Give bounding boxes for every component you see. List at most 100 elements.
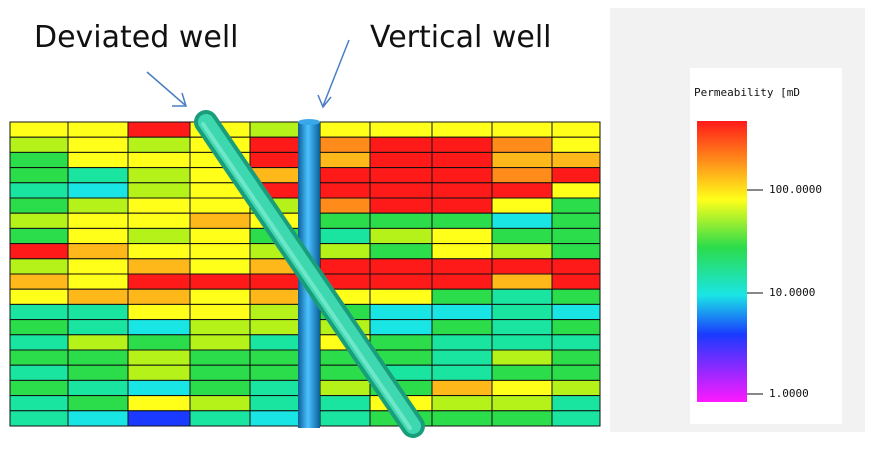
grid-cell [127,319,191,336]
grid-cell [319,212,371,229]
grid-cell [551,227,601,245]
grid-cell [9,182,69,199]
legend-tick-label: 10.0000 [769,286,816,299]
grid-cell [249,273,301,290]
grid-cell [319,410,371,427]
grid-cell [67,212,129,229]
grid-cell [491,182,553,199]
grid-cell [9,151,69,169]
grid-cell [67,410,129,427]
grid-cell [189,319,251,336]
grid-cell [551,410,601,427]
grid-cell [189,197,251,214]
grid-cell [551,243,601,260]
deviated-well [194,110,425,438]
grid-cell [551,288,601,305]
grid-cell [9,273,69,290]
grid-cell [369,288,433,305]
grid-cell [431,319,493,336]
grid-cell [9,121,69,138]
grid-cell [127,212,191,229]
grid-cell [551,212,601,229]
grid-cell [67,319,129,336]
grid-cell [127,410,191,427]
grid-cell [431,212,493,229]
arrow-vertical-icon [317,39,350,109]
grid-cell [67,288,129,305]
grid-cell [319,197,371,214]
grid-cell [67,349,129,366]
grid-cell [369,243,433,260]
grid-cell [491,227,553,245]
grid-cell [319,167,371,184]
grid-cell [319,395,371,412]
grid-cell [67,197,129,214]
grid-cell [127,303,191,321]
grid-cell [249,288,301,305]
grid-cell [431,121,493,138]
grid-cell [9,227,69,245]
grid-cell [9,243,69,260]
grid-cell [491,349,553,366]
grid-cell [189,243,251,260]
grid-cell [127,243,191,260]
grid-cell [551,379,601,397]
grid-cell [249,410,301,427]
grid-cell [319,258,371,275]
grid-cell [551,136,601,153]
grid-cell [551,334,601,351]
grid-cell [127,273,191,290]
grid-cell [369,182,433,199]
deviated-well-label: Deviated well [34,20,239,55]
grid-cell [189,273,251,290]
grid-cell [9,395,69,412]
grid-cell [67,379,129,397]
grid-cell [9,167,69,184]
grid-cell [249,349,301,366]
grid-cell [127,197,191,214]
grid-cell [431,334,493,351]
grid-cell [127,395,191,412]
grid-cell [189,212,251,229]
grid-cell [319,379,371,397]
grid-cell [9,288,69,305]
grid-cell [127,349,191,366]
grid-cell [369,136,433,153]
grid-cell [9,303,69,321]
grid-cell [127,288,191,305]
grid-cell [491,379,553,397]
grid-cell [551,319,601,336]
grid-cell [9,258,69,275]
grid-cell [491,258,553,275]
grid-cell [189,395,251,412]
grid-cell [551,182,601,199]
grid-cell [127,334,191,351]
grid-cell [249,151,301,169]
grid-cell [249,136,301,153]
grid-cell [67,151,129,169]
grid-cell [127,379,191,397]
grid-cell [369,319,433,336]
grid-cell [319,182,371,199]
grid-cell [551,151,601,169]
grid-cell [189,379,251,397]
legend-tick-label: 1.0000 [769,387,809,400]
grid-cell [431,136,493,153]
grid-cell [189,334,251,351]
grid-cell [9,212,69,229]
grid-cell [189,349,251,366]
grid-cell [249,395,301,412]
grid-cell [369,197,433,214]
legend-tick-label: 100.0000 [769,183,822,196]
grid-cell [431,167,493,184]
grid-cell [491,319,553,336]
grid-cell [491,212,553,229]
grid-cell [67,395,129,412]
grid-cell [551,258,601,275]
grid-cell [551,349,601,366]
grid-cell [551,273,601,290]
grid-cell [431,182,493,199]
grid-cell [249,334,301,351]
grid-cell [431,273,493,290]
